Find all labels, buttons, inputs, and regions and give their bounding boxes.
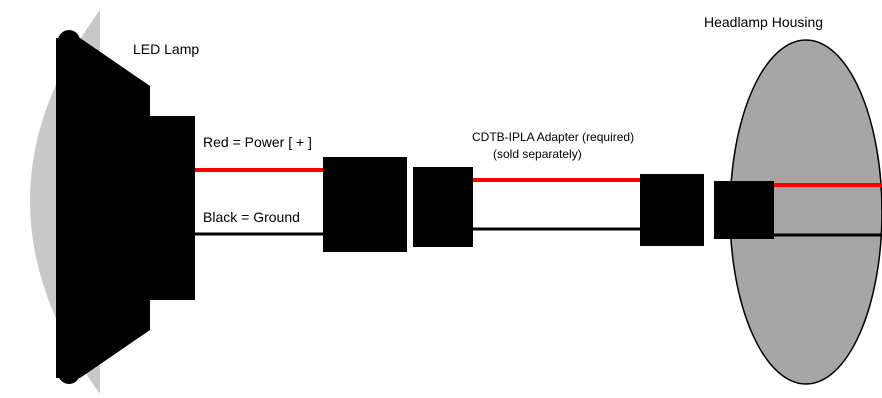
power-wire-label: Red = Power [ + ] (203, 134, 312, 150)
adapter-connector-left (413, 167, 473, 247)
led-lamp-bezel (58, 30, 80, 384)
adapter-note-label: (sold separately) (493, 147, 582, 161)
led-lamp-body (56, 38, 195, 378)
led-lamp-label: LED Lamp (133, 41, 199, 57)
adapter-connector-right (640, 174, 704, 246)
adapter-title-label: CDTB-IPLA Adapter (required) (472, 130, 634, 144)
headlamp-housing-label: Headlamp Housing (704, 14, 823, 30)
housing-connector (714, 181, 774, 239)
lamp-connector (323, 157, 407, 252)
ground-wire-label: Black = Ground (203, 209, 300, 225)
